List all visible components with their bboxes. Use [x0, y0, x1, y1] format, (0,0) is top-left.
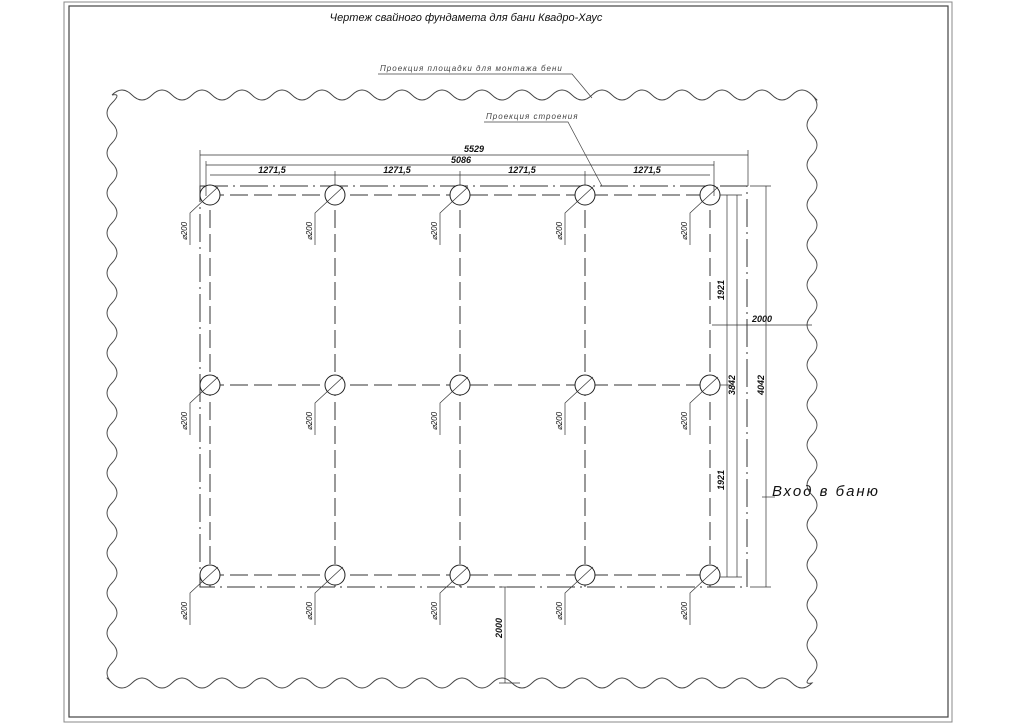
pile-diameter-label: ⌀200 [680, 411, 689, 430]
pile: ⌀200 [555, 184, 596, 245]
dim-axis-depth: 3842 [727, 375, 737, 395]
pile-diameter-label: ⌀200 [180, 601, 189, 620]
pile-diameter-label: ⌀200 [680, 221, 689, 240]
entrance-label: Вход в баню [772, 483, 880, 500]
inner-frame [68, 5, 949, 718]
pile-leader [564, 566, 594, 625]
pile-diameter-label: ⌀200 [555, 601, 564, 620]
pile-leader [439, 566, 469, 625]
pile-diameter-label: ⌀200 [180, 411, 189, 430]
pile: ⌀200 [305, 564, 346, 625]
building-projection-leader [484, 121, 603, 187]
dim-span-4: 1271,5 [633, 165, 662, 175]
pile: ⌀200 [430, 564, 471, 625]
site-projection-leader [378, 73, 593, 99]
pile-leader [314, 186, 344, 245]
dim-right-margin: 2000 [751, 314, 772, 324]
pile: ⌀200 [180, 184, 221, 245]
pile-diameter-label: ⌀200 [555, 411, 564, 430]
pile: ⌀200 [430, 184, 471, 245]
site-projection-label: Проекция площадки для монтажа бени [380, 64, 563, 73]
pile: ⌀200 [555, 564, 596, 625]
pile: ⌀200 [430, 374, 471, 435]
pile-leader [439, 186, 469, 245]
pile: ⌀200 [680, 184, 721, 245]
dim-axis-width: 5086 [451, 155, 472, 165]
dim-span-3: 1271,5 [508, 165, 537, 175]
building-projection-outline [199, 185, 748, 588]
drawing-title: Чертеж свайного фундамета для бани Квадр… [330, 12, 603, 24]
pile-diameter-label: ⌀200 [305, 411, 314, 430]
pile-leader [189, 376, 219, 435]
pile-leader [314, 376, 344, 435]
pile-leader [189, 186, 219, 245]
building-projection-label: Проекция строения [486, 112, 579, 121]
pile-diameter-label: ⌀200 [555, 221, 564, 240]
pile-leader [689, 566, 719, 625]
pile: ⌀200 [180, 564, 221, 625]
pile-diameter-label: ⌀200 [305, 221, 314, 240]
pile-diameter-label: ⌀200 [430, 601, 439, 620]
pile: ⌀200 [305, 184, 346, 245]
dim-bottom-margin: 2000 [494, 618, 504, 639]
dim-overall-depth: 4042 [756, 375, 766, 396]
pile-diameter-label: ⌀200 [430, 411, 439, 430]
dim-span-2: 1271,5 [383, 165, 412, 175]
dim-overall-width: 5529 [464, 144, 484, 154]
pile-leader [689, 376, 719, 435]
dim-span-1: 1271,5 [258, 165, 287, 175]
site-boundary [106, 89, 818, 689]
pile: ⌀200 [680, 564, 721, 625]
pile: ⌀200 [555, 374, 596, 435]
piles: ⌀200 ⌀200 ⌀200 ⌀200 ⌀200 ⌀200 ⌀200 ⌀200 ⌀200 ⌀200… [180, 184, 721, 625]
pile-leader [189, 566, 219, 625]
outer-frame [63, 1, 953, 723]
pile-diameter-label: ⌀200 [180, 221, 189, 240]
pile: ⌀200 [180, 374, 221, 435]
pile-leader [314, 566, 344, 625]
pile-diameter-label: ⌀200 [430, 221, 439, 240]
pile-leader [564, 186, 594, 245]
right-dimension-lines [499, 185, 812, 684]
pile-leader [564, 376, 594, 435]
pile: ⌀200 [680, 374, 721, 435]
pile-diameter-label: ⌀200 [680, 601, 689, 620]
pile: ⌀200 [305, 374, 346, 435]
pile-leader [689, 186, 719, 245]
dim-half-depth-top: 1921 [716, 280, 726, 300]
pile-leader [439, 376, 469, 435]
top-dimension-lines [199, 150, 749, 196]
pile-diameter-label: ⌀200 [305, 601, 314, 620]
dim-half-depth-bottom: 1921 [716, 470, 726, 490]
